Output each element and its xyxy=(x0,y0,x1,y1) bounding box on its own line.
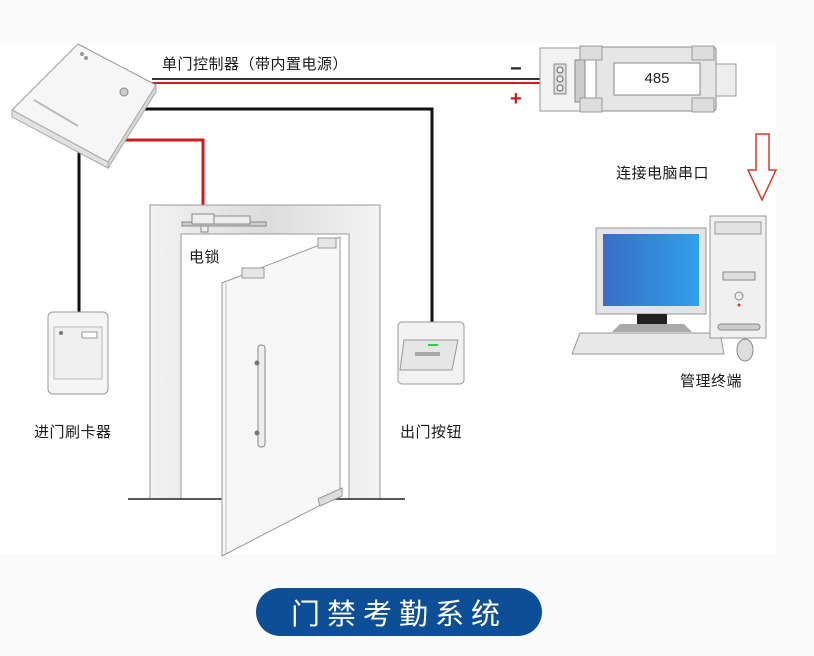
controller-label: 单门控制器（带内置电源） xyxy=(162,55,349,73)
glass-door xyxy=(221,236,343,557)
rs485-converter xyxy=(539,45,737,113)
system-title: 门禁考勤系统 xyxy=(256,588,542,636)
wire-black-to-exit-button xyxy=(138,107,434,322)
down-arrow-icon xyxy=(746,133,778,202)
minus-sign: − xyxy=(510,58,522,80)
plus-sign: + xyxy=(510,88,522,110)
terminal-label: 管理终端 xyxy=(680,372,743,390)
exit-button-label: 出门按钮 xyxy=(400,423,463,441)
connect-pc-label: 连接电脑串口 xyxy=(616,164,710,182)
card-reader-label: 进门刷卡器 xyxy=(34,423,112,441)
electric-lock xyxy=(181,213,267,233)
converter-label: 485 xyxy=(644,70,670,87)
electric-lock-label: 电锁 xyxy=(189,248,221,266)
computer-terminal xyxy=(571,215,767,362)
exit-button-device xyxy=(397,321,465,385)
card-reader xyxy=(47,311,109,395)
wire-red-to-lock xyxy=(120,138,205,205)
wires xyxy=(77,78,540,322)
controller-box xyxy=(11,43,157,170)
